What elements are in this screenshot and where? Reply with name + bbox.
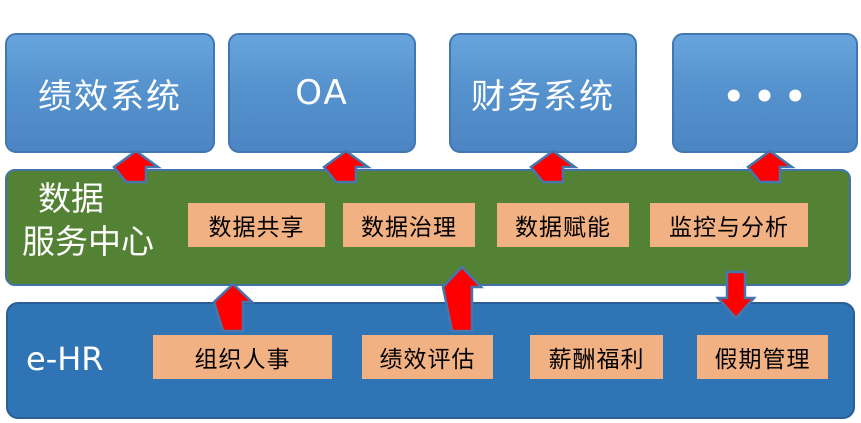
data-service-center-title: 数据 服务中心 <box>22 177 154 263</box>
system-box-finance: 财务系统 <box>449 33 637 153</box>
service-chip-data-sharing: 数据共享 <box>188 203 325 247</box>
module-chip-label: 组织人事 <box>194 347 291 373</box>
module-chip-compensation-benefits: 薪酬福利 <box>530 335 663 379</box>
service-chip-label: 数据共享 <box>208 215 305 241</box>
service-chip-monitoring-analysis: 监控与分析 <box>650 203 808 247</box>
module-chip-org-personnel: 组织人事 <box>153 335 332 379</box>
module-chip-label: 假期管理 <box>714 347 811 373</box>
system-box-oa: OA <box>228 33 416 153</box>
ellipsis-dots-icon: ••• <box>722 77 816 117</box>
module-chip-label: 薪酬福利 <box>548 347 645 373</box>
system-box-label: 绩效系统 <box>38 76 182 117</box>
service-chip-data-governance: 数据治理 <box>343 203 475 247</box>
service-chip-data-empowerment: 数据赋能 <box>497 203 629 247</box>
service-chip-label: 监控与分析 <box>669 215 789 241</box>
data-service-center-title-line2: 服务中心 <box>22 222 154 261</box>
system-box-label: 财务系统 <box>471 76 615 117</box>
module-chip-performance-eval: 绩效评估 <box>362 335 493 379</box>
module-chip-leave-management: 假期管理 <box>697 335 828 379</box>
module-chip-label: 绩效评估 <box>379 347 476 373</box>
service-chip-label: 数据治理 <box>361 215 457 241</box>
system-box-performance: 绩效系统 <box>5 33 215 153</box>
system-box-more: ••• <box>672 33 858 153</box>
data-service-center-title-line1: 数据 <box>38 179 104 218</box>
service-chip-label: 数据赋能 <box>515 215 611 241</box>
ehr-title: e-HR <box>26 340 104 378</box>
system-box-label: OA <box>295 73 349 113</box>
